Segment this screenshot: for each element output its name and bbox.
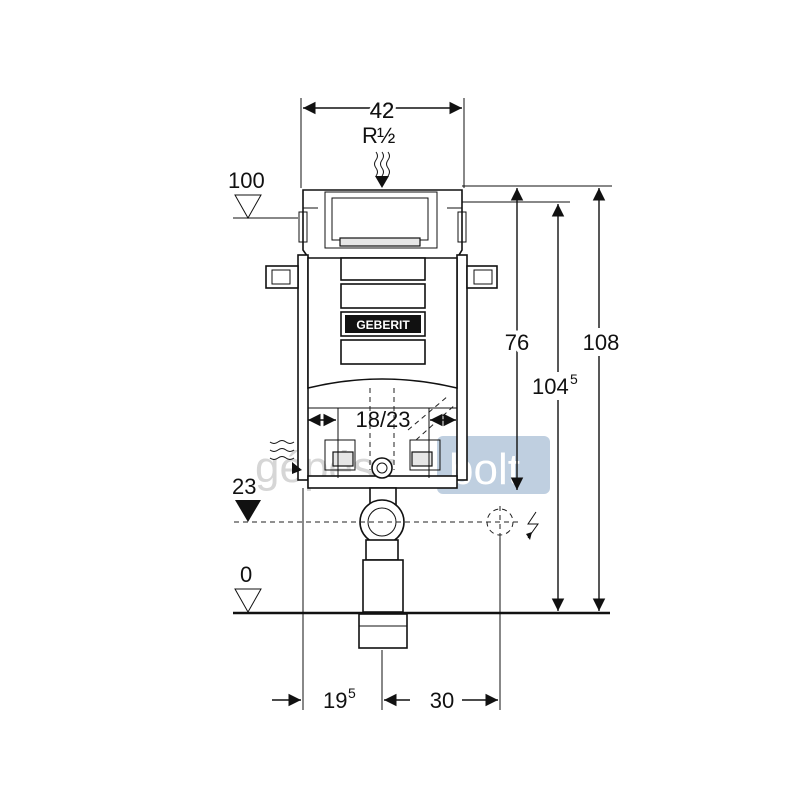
geberit-logo-text: GEBERIT — [356, 318, 410, 332]
level-100-marker: 100 — [228, 168, 298, 220]
thread-fraction-label: ½ — [377, 123, 395, 148]
electrical-connection-icon — [486, 506, 539, 540]
dim-19-sup: 5 — [348, 685, 356, 701]
dim-top-width: 42 42 R ½ — [300, 95, 465, 188]
dim-42-label: 42 — [370, 98, 394, 123]
dim-104-sup: 5 — [570, 371, 578, 387]
flush-pipe — [358, 487, 408, 649]
dim-108-label: 108 — [583, 330, 620, 355]
dim-18-23: 18/23 — [308, 407, 456, 478]
dim-30-label: 30 — [430, 688, 454, 713]
geberit-logo — [345, 315, 421, 333]
dim-42-label-ink: 42 — [370, 98, 394, 123]
level-0-marker: 0 — [233, 562, 610, 615]
level-23-label: 23 — [232, 474, 256, 499]
installation-frame: GEBERIT — [265, 189, 498, 489]
dim-bottom: 19 5 30 — [272, 488, 501, 713]
level-23-marker: 23 — [232, 474, 520, 523]
dim-19-label: 19 — [323, 688, 347, 713]
water-supply-icon — [269, 440, 302, 474]
dim-18-23-label: 18/23 — [355, 407, 410, 432]
dim-104-label: 104 — [532, 374, 569, 399]
dim-right-heights: 76 104 5 108 — [462, 185, 624, 611]
dim-76-label: 76 — [505, 330, 529, 355]
level-0-label: 0 — [240, 562, 252, 587]
level-100-label: 100 — [228, 168, 265, 193]
thread-label: R — [362, 123, 378, 148]
